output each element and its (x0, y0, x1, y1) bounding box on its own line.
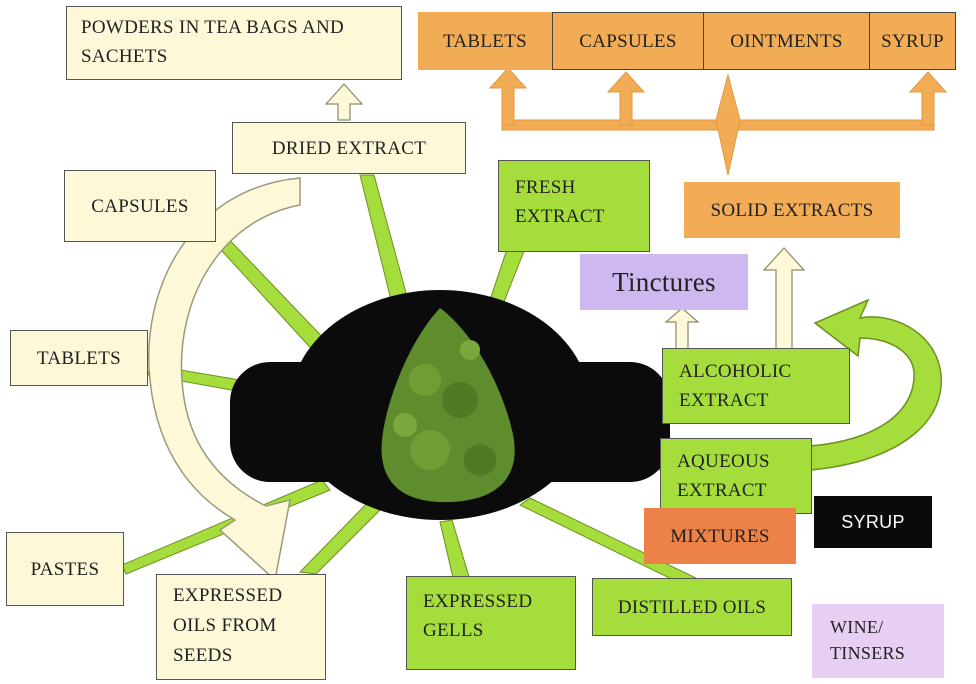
box-expressed-gells-line1: EXPRESSED (423, 587, 559, 616)
box-expressed-oils: EXPRESSED OILS FROM SEEDS (156, 574, 326, 680)
box-alcoholic-extract-line1: ALCOHOLIC (679, 357, 833, 386)
box-powders: POWDERS IN TEA BAGS AND SACHETS (66, 6, 402, 80)
box-alcoholic-extract-line2: EXTRACT (679, 386, 833, 415)
box-tinctures-label: Tinctures (612, 268, 716, 297)
box-pastes: PASTES (6, 532, 124, 606)
box-mixtures-label: MIXTURES (670, 522, 770, 551)
box-powders-line1: POWDERS IN TEA BAGS AND (81, 13, 387, 42)
box-tinctures: Tinctures (580, 254, 748, 310)
orange-row: TABLETS CAPSULES OINTMENTS SYRUP (418, 12, 956, 70)
orange-row-syrup: SYRUP (870, 12, 956, 70)
box-expressed-gells-line2: GELLS (423, 616, 559, 645)
orange-row-tablets: TABLETS (418, 12, 552, 70)
box-expressed-gells: EXPRESSED GELLS (406, 576, 576, 670)
box-solid-extracts: SOLID EXTRACTS (684, 182, 900, 238)
box-dried-extract-label: DRIED EXTRACT (272, 134, 426, 163)
box-tablets-left-label: TABLETS (37, 344, 121, 373)
orange-row-capsules-label: CAPSULES (579, 27, 676, 56)
box-mixtures: MIXTURES (644, 508, 796, 564)
orange-row-ointments-label: OINTMENTS (730, 27, 842, 56)
box-powders-line2: SACHETS (81, 42, 387, 71)
box-capsules-left-label: CAPSULES (91, 192, 188, 221)
box-syrup-dark: SYRUP (814, 496, 932, 548)
box-distilled-oils: DISTILLED OILS (592, 578, 792, 636)
orange-row-capsules: CAPSULES (552, 12, 704, 70)
box-wine-line1: WINE/ (830, 614, 926, 640)
box-wine: WINE/ TINSERS (812, 604, 944, 678)
box-aqueous-extract: AQUEOUS EXTRACT (660, 438, 812, 514)
box-expressed-oils-line3: SEEDS (173, 641, 309, 671)
orange-row-tablets-label: TABLETS (443, 27, 527, 56)
box-fresh-extract-line2: EXTRACT (515, 202, 633, 231)
box-pastes-label: PASTES (31, 555, 100, 584)
box-fresh-extract: FRESH EXTRACT (498, 160, 650, 252)
spoke-capsules (212, 232, 330, 356)
box-aqueous-extract-line1: AQUEOUS (677, 447, 795, 476)
orange-connectors (490, 68, 946, 175)
box-capsules-left: CAPSULES (64, 170, 216, 242)
box-dried-extract: DRIED EXTRACT (232, 122, 466, 174)
box-fresh-extract-line1: FRESH (515, 173, 633, 202)
box-aqueous-extract-line2: EXTRACT (677, 476, 795, 505)
box-solid-extracts-label: SOLID EXTRACTS (710, 196, 873, 225)
box-distilled-oils-label: DISTILLED OILS (618, 593, 766, 622)
orange-row-syrup-label: SYRUP (881, 27, 944, 56)
box-wine-line2: TINSERS (830, 640, 926, 666)
spoke-expressed-gells (440, 520, 470, 582)
box-expressed-oils-line2: OILS FROM (173, 611, 309, 641)
box-syrup-dark-label: SYRUP (841, 508, 905, 537)
box-expressed-oils-line1: EXPRESSED (173, 581, 309, 611)
orange-row-ointments: OINTMENTS (704, 12, 870, 70)
box-tablets-left: TABLETS (10, 330, 148, 386)
spoke-dried-extract (360, 175, 408, 304)
box-alcoholic-extract: ALCOHOLIC EXTRACT (662, 348, 850, 424)
